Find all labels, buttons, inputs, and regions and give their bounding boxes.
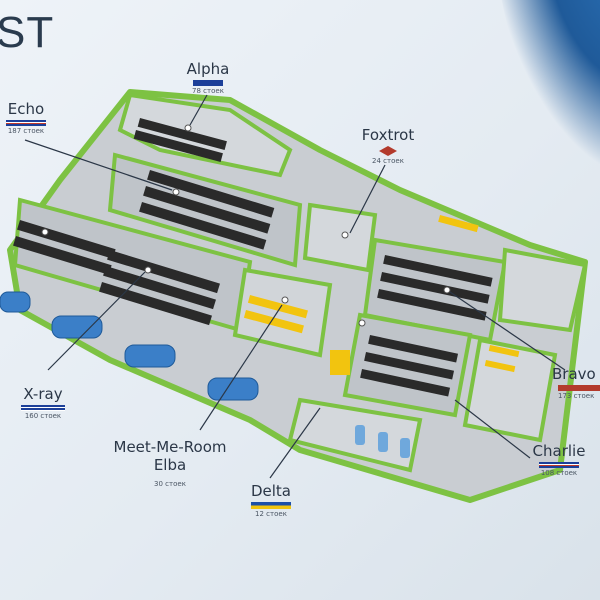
flag-icon [6, 120, 46, 126]
racks-yellow [243, 214, 520, 375]
hall-foxtrot [302, 202, 378, 273]
room-name: Delta [250, 482, 292, 500]
rack-count: 160 стоек [24, 412, 62, 420]
rack-count: 78 стоек [192, 87, 224, 95]
room-name-second-line: Elba [153, 456, 187, 474]
hall-meet-me [232, 267, 333, 358]
label-foxtrot: Foxtrot 24 стоек [355, 126, 421, 165]
flag-icon [558, 385, 600, 391]
racks-alpha [133, 117, 227, 162]
room-name: Meet-Me-Room [113, 438, 227, 456]
room-name: Alpha [186, 60, 230, 78]
label-delta: Delta 12 стоек [240, 482, 302, 518]
label-bravo: Bravo 173 стоек [552, 365, 600, 400]
wing-north [117, 92, 293, 178]
racks-bravo [377, 255, 493, 321]
rack-count: 108 стоек [540, 469, 578, 477]
leader-lines [24, 94, 566, 479]
room-name: Charlie [532, 442, 586, 460]
racks-charlie [360, 335, 459, 397]
rooms-east [497, 247, 588, 333]
room-markers [41, 124, 451, 327]
label-meet-me-room: Meet-Me-Room Elba 30 стоек [95, 438, 245, 488]
flag-icon [193, 80, 223, 86]
poster-title-fragment: ST [0, 8, 55, 57]
label-charlie: Charlie 108 стоек [528, 442, 590, 477]
rack-count: 12 стоек [255, 510, 287, 518]
label-alpha: Alpha 78 стоек [178, 60, 238, 95]
label-xray: X-ray 160 стоек [12, 385, 74, 420]
room-name: Bravo [552, 365, 596, 383]
flag-icon [251, 502, 291, 509]
racks-echo [139, 170, 275, 250]
room-name: Foxtrot [361, 126, 415, 144]
rack-count: 24 стоек [372, 157, 404, 165]
cooling-tanks [0, 291, 259, 401]
room-name: Echo [7, 100, 45, 118]
flag-icon [539, 462, 579, 468]
rack-count: 173 стоек [558, 392, 595, 400]
label-echo: Echo 187 стоек [0, 100, 52, 135]
rack-count: 30 стоек [154, 480, 186, 488]
rack-count: 187 стоек [7, 127, 45, 135]
flag-icon [21, 405, 65, 411]
delta-cylinders [355, 425, 410, 458]
flag-icon [379, 146, 397, 156]
racks-xray [13, 219, 220, 326]
room-name: X-ray [23, 385, 63, 403]
